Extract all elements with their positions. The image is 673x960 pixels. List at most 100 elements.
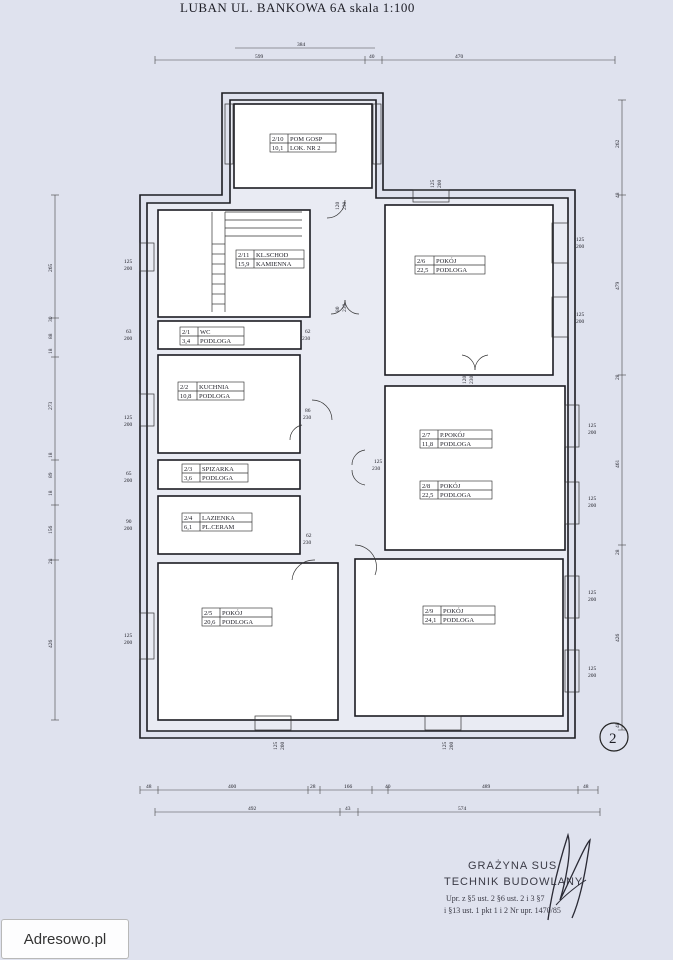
window-size-labels: 125 200 63 200 125 200 65 200 90 200 125…	[124, 180, 597, 751]
room-label-2-8: 2/8 POKÓJ 22,5 PODLOGA	[419, 480, 493, 500]
svg-text:125: 125	[576, 237, 585, 243]
svg-text:POKÓJ: POKÓJ	[436, 257, 457, 265]
svg-text:62: 62	[305, 329, 311, 335]
svg-text:63: 63	[126, 329, 132, 335]
svg-text:86: 86	[305, 408, 311, 414]
svg-text:200: 200	[588, 673, 597, 679]
room-label-2-5: 2/5 POKÓJ 20,6 PODLOGA	[201, 607, 273, 627]
top-dimensions: 384 599 40 470	[154, 42, 616, 64]
svg-text:i §13 ust. 1 pkt 1 i 2 Nr upr.: i §13 ust. 1 pkt 1 i 2 Nr upr. 1470/85	[444, 906, 561, 915]
svg-text:28: 28	[310, 784, 316, 790]
svg-text:KAMIENNA: KAMIENNA	[256, 261, 292, 268]
svg-text:Upr. z §5 ust. 2 §6 ust. 2 i 3: Upr. z §5 ust. 2 §6 ust. 2 i 3 §7	[446, 894, 544, 903]
svg-text:125: 125	[442, 742, 448, 751]
svg-text:200: 200	[576, 319, 585, 325]
dim-left-18b: 18	[48, 452, 54, 458]
svg-text:2: 2	[609, 731, 617, 747]
svg-text:200: 200	[124, 266, 133, 272]
svg-text:125: 125	[576, 312, 585, 318]
svg-text:2/10: 2/10	[272, 136, 284, 143]
dim-left-18a: 18	[48, 348, 54, 354]
svg-text:15,9: 15,9	[238, 261, 249, 268]
svg-text:3,4: 3,4	[182, 338, 191, 345]
svg-text:125: 125	[430, 180, 436, 189]
svg-text:PODLOGA: PODLOGA	[440, 492, 471, 499]
svg-text:10,8: 10,8	[180, 393, 191, 400]
svg-text:PODLOGA: PODLOGA	[199, 393, 230, 400]
room-label-2-10: 2/10 POM GOSP 10,1 LOK. NR 2	[269, 133, 337, 153]
svg-text:125: 125	[588, 423, 597, 429]
svg-text:200: 200	[124, 526, 133, 532]
dim-right-28a: 28	[615, 374, 621, 380]
svg-text:3,6: 3,6	[184, 475, 193, 482]
svg-text:PODLOGA: PODLOGA	[202, 475, 233, 482]
svg-text:48: 48	[583, 784, 589, 790]
room-label-2-9: 2/9 POKÓJ 24,1 PODLOGA	[422, 605, 496, 625]
floor-number-badge: 2	[599, 722, 629, 752]
svg-text:492: 492	[248, 806, 257, 812]
svg-text:11,8: 11,8	[422, 441, 433, 448]
svg-text:200: 200	[124, 336, 133, 342]
svg-text:LOK. NR 2: LOK. NR 2	[290, 145, 321, 152]
dim-left-88: 88	[48, 333, 54, 339]
svg-text:574: 574	[458, 806, 467, 812]
svg-text:2/8: 2/8	[422, 483, 430, 490]
svg-text:200: 200	[449, 742, 455, 751]
watermark-label: Adresowo.pl	[1, 919, 129, 959]
dim-top-599: 599	[255, 54, 264, 60]
svg-text:125: 125	[374, 459, 383, 465]
svg-text:489: 489	[482, 784, 491, 790]
svg-text:POM GOSP: POM GOSP	[290, 136, 323, 143]
staircase	[211, 211, 302, 312]
svg-text:200: 200	[576, 244, 585, 250]
dim-right-461: 461	[615, 460, 621, 469]
bottom-dimensions: 48 400 28 166 40 489 48 492 43 574	[139, 784, 601, 816]
svg-text:PODLOGA: PODLOGA	[222, 619, 253, 626]
svg-text:125: 125	[124, 415, 133, 421]
dim-top-40: 40	[369, 54, 375, 60]
room-label-2-2: 2/2 KUCHNIA 10,8 PODLOGA	[177, 381, 245, 401]
svg-text:2/11: 2/11	[238, 252, 249, 259]
room-label-2-1: 2/1 WC 3,4 PODLOGA	[179, 326, 245, 346]
dim-right-48a: 48	[615, 192, 621, 198]
svg-text:10,1: 10,1	[272, 145, 283, 152]
dim-right-48b: 48	[615, 722, 621, 728]
dim-left-30: 30	[48, 316, 54, 322]
dim-right-262: 262	[615, 140, 621, 149]
svg-text:125: 125	[273, 742, 279, 751]
svg-text:230: 230	[302, 336, 311, 342]
room-label-2-6: 2/6 POKÓJ 22,5 PODLOGA	[414, 255, 486, 275]
svg-text:KL.SCHOD: KL.SCHOD	[256, 252, 289, 259]
svg-text:125: 125	[124, 259, 133, 265]
svg-text:6,1: 6,1	[184, 524, 192, 531]
svg-text:230: 230	[342, 304, 348, 313]
svg-text:40: 40	[385, 784, 391, 790]
signature	[547, 832, 591, 921]
svg-text:230: 230	[342, 202, 348, 211]
svg-text:125: 125	[588, 666, 597, 672]
dim-top-384: 384	[297, 42, 306, 48]
windows	[139, 103, 580, 731]
svg-text:125: 125	[124, 633, 133, 639]
door-size-labels: 120 230 80 230 86 230 62 230 62 230 120 …	[302, 202, 475, 547]
svg-text:43: 43	[345, 806, 351, 812]
svg-text:PODLOGA: PODLOGA	[200, 338, 231, 345]
svg-text:200: 200	[280, 742, 286, 751]
svg-text:2/9: 2/9	[425, 608, 433, 615]
svg-text:P.POKÓJ: P.POKÓJ	[440, 431, 465, 439]
svg-text:SPIZARKA: SPIZARKA	[202, 466, 234, 473]
svg-text:2/2: 2/2	[180, 384, 188, 391]
svg-text:PL.CERAM: PL.CERAM	[202, 524, 235, 531]
svg-text:2/5: 2/5	[204, 610, 212, 617]
svg-text:230: 230	[303, 540, 312, 546]
svg-text:90: 90	[126, 519, 132, 525]
svg-text:TECHNIK BUDOWLANY: TECHNIK BUDOWLANY	[444, 876, 583, 888]
svg-text:PODLOGA: PODLOGA	[440, 441, 471, 448]
svg-text:PODLOGA: PODLOGA	[436, 267, 467, 274]
dim-right-28b: 28	[615, 549, 621, 555]
svg-text:230: 230	[469, 376, 475, 385]
plan-title: LUBAN UL. BANKOWA 6A skala 1:100	[180, 0, 415, 15]
svg-text:200: 200	[588, 430, 597, 436]
svg-text:PODLOGA: PODLOGA	[443, 617, 474, 624]
